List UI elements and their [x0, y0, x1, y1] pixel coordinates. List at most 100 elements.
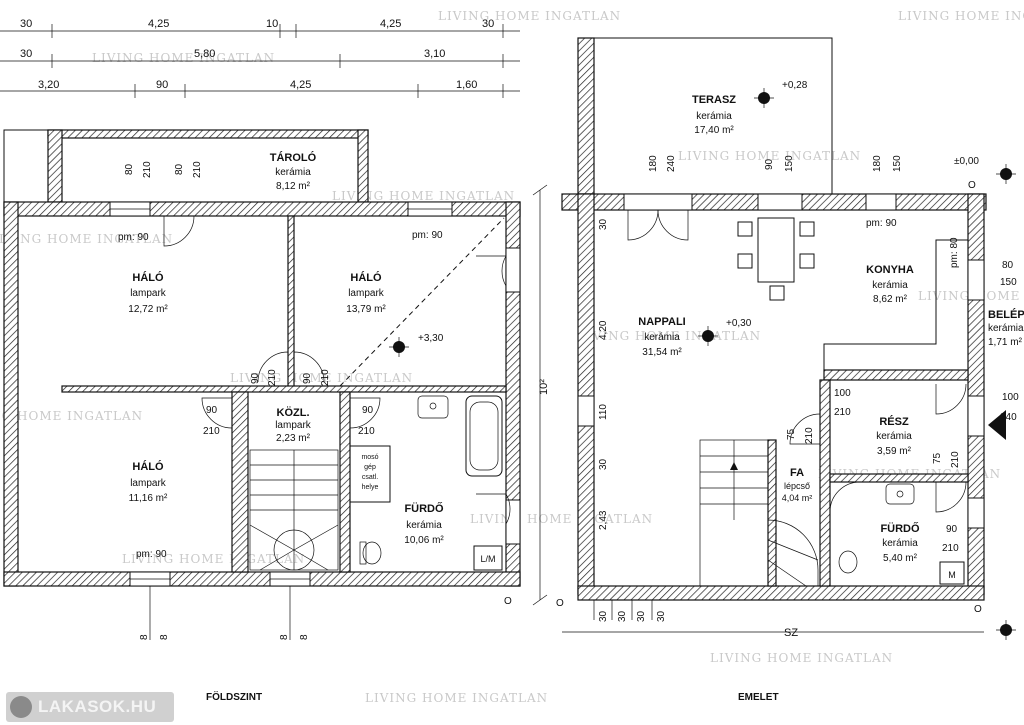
- dim-label: 150: [784, 155, 795, 172]
- lakasok-logo[interactable]: LAKASOK.HU: [6, 692, 174, 722]
- room-material: lampark: [130, 288, 167, 299]
- room-material: kerámia: [406, 520, 442, 531]
- room-name: TERASZ: [692, 94, 736, 106]
- dim-label: 210: [142, 161, 153, 178]
- watermark: LIVING HOME INGATLAN: [898, 9, 1024, 23]
- dim-label: 75: [932, 452, 943, 464]
- room-material: lampark: [130, 478, 167, 489]
- watermark: LIVING HOME INGATLAN: [0, 409, 143, 423]
- note-label: L/M: [480, 554, 495, 564]
- dim-label: 210: [834, 407, 851, 418]
- dim-label: 80: [124, 163, 135, 175]
- room-material: lampark: [275, 420, 312, 431]
- dim-label: 210: [942, 543, 959, 554]
- room-material: kerámia: [275, 167, 311, 178]
- room-name: HÁLÓ: [132, 460, 164, 473]
- dim-label: 10: [266, 18, 278, 30]
- room-area: 8,12 m²: [276, 181, 311, 192]
- axis-marker: O: [556, 598, 564, 609]
- room-material: kerámia: [882, 538, 918, 549]
- dim-label: 75: [786, 428, 797, 440]
- dim-label: 90: [156, 79, 168, 91]
- upper-floor-plan: [561, 37, 1016, 640]
- dim-label: 30: [598, 458, 609, 470]
- room-area: 31,54 m²: [642, 347, 682, 358]
- floor-title: EMELET: [738, 692, 779, 703]
- ground-floor-labels: TÁROLÓ kerámia 8,12 m² HÁLÓ lampark 12,7…: [118, 151, 564, 703]
- axis-marker: SZ: [784, 627, 798, 639]
- dim-label: pm: 90: [136, 549, 167, 560]
- dim-label: pm: 90: [118, 232, 149, 243]
- dim-label: 90: [302, 372, 313, 384]
- room-name: FÜRDŐ: [404, 502, 444, 515]
- room-name: BELÉPŐ: [988, 308, 1024, 321]
- dim-label: 8: [139, 634, 150, 640]
- dim-label: 4,25: [290, 79, 311, 91]
- room-area: 11,16 m²: [129, 493, 168, 504]
- note-label: csatl.: [362, 474, 378, 481]
- room-area: 12,72 m²: [128, 304, 168, 315]
- room-material: lépcső: [784, 481, 810, 491]
- dim-label: 210: [203, 426, 220, 437]
- dim-label: 80: [1002, 260, 1014, 271]
- dim-label: 90: [764, 158, 775, 170]
- ground-floor-plan: [3, 129, 548, 640]
- dim-label: 210: [358, 426, 375, 437]
- logo-mark-icon: [10, 696, 32, 718]
- level-label: +0,30: [726, 318, 752, 329]
- dim-label: 30: [482, 18, 494, 30]
- logo-text: LAKASOK.HU: [38, 697, 157, 716]
- room-area: 3,59 m²: [877, 446, 912, 457]
- dim-label: 1,60: [456, 79, 477, 91]
- dim-label: 180: [648, 155, 659, 172]
- axis-marker: O: [974, 604, 982, 615]
- dim-label: 150: [892, 155, 903, 172]
- dim-label: 30: [20, 18, 32, 30]
- note-label: gép: [364, 464, 376, 471]
- note-label: helye: [362, 484, 379, 491]
- dim-label: 100: [834, 388, 851, 399]
- watermark: LIVING HOME INGATLAN: [92, 51, 275, 65]
- watermark: LIVING HOME INGATLAN: [578, 329, 761, 343]
- dim-label: 8: [159, 634, 170, 640]
- room-material: lampark: [348, 288, 385, 299]
- dim-label: 30: [598, 218, 609, 230]
- watermark: LIVING HOME INGATLAN: [710, 651, 893, 665]
- room-material: kerámia: [872, 280, 908, 291]
- dim-label: 210: [804, 427, 815, 444]
- room-name: FÜRDŐ: [880, 522, 920, 535]
- watermark: LIVING HOME INGATLAN: [438, 9, 621, 23]
- watermarks: LIVING HOME INGATLAN LIVING HOME INGATLA…: [0, 9, 1024, 705]
- dim-label: 10²: [538, 379, 550, 395]
- room-name: KONYHA: [866, 264, 914, 276]
- room-material: kerámia: [696, 111, 732, 122]
- dim-label: 80: [174, 163, 185, 175]
- room-area: 4,04 m²: [782, 493, 813, 503]
- room-material: kerámia: [644, 332, 680, 343]
- dim-label: 210: [267, 369, 278, 386]
- axis-marker: O: [968, 180, 976, 191]
- room-name: NAPPALI: [638, 316, 685, 328]
- room-name: TÁROLÓ: [270, 151, 317, 164]
- room-name: KÖZL.: [277, 406, 310, 419]
- room-name: HÁLÓ: [350, 271, 382, 284]
- dim-label: 30: [598, 610, 609, 622]
- top-dimensions: 30 4,25 10 4,25 30 30 5,80 3,10 3,20 90 …: [0, 18, 520, 98]
- note-label: M: [948, 570, 956, 580]
- dim-label: 90: [206, 405, 218, 416]
- watermark: LIVING HOME INGATLAN: [0, 232, 173, 246]
- room-name: RÉSZ: [879, 415, 909, 428]
- axis-marker: O: [504, 596, 512, 607]
- dim-label: 210: [320, 369, 331, 386]
- watermark: LIVING HOME INGATLAN: [365, 691, 548, 705]
- room-area: 10,06 m²: [404, 535, 444, 546]
- room-area: 8,62 m²: [873, 294, 908, 305]
- dim-label: 150: [1000, 277, 1017, 288]
- dim-label: 4,25: [148, 18, 169, 30]
- level-label: +3,30: [418, 333, 444, 344]
- level-label: +0,28: [782, 80, 808, 91]
- room-area: 17,40 m²: [694, 125, 734, 136]
- dim-label: 30: [20, 48, 32, 60]
